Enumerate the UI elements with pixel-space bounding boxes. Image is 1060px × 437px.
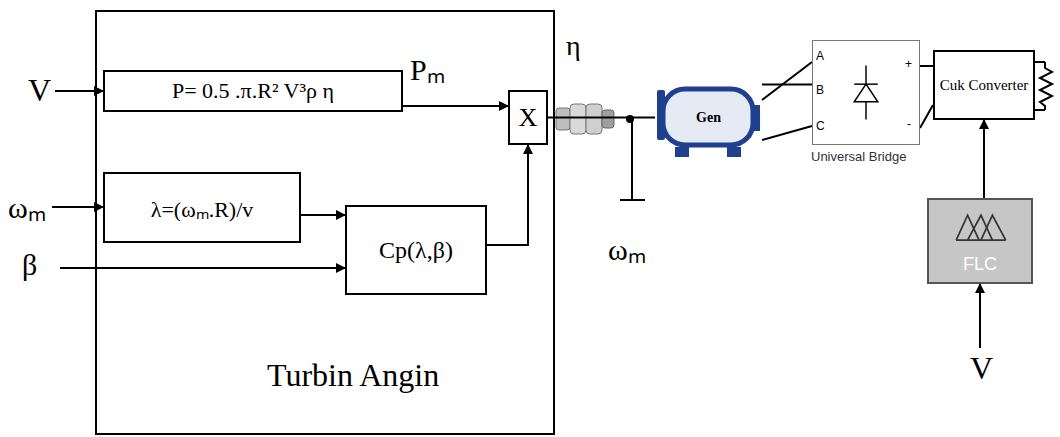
node-text: P= 0.5 .π.R² V³ρ η: [172, 78, 334, 104]
signal-label: Pₘ: [410, 48, 445, 89]
rectifier-bridge: ABC+-Universal Bridge: [812, 40, 920, 145]
generator-symbol: Gen: [655, 85, 762, 160]
node-text: Cuk Converter: [940, 76, 1029, 94]
node-text: Universal Bridge: [811, 149, 906, 164]
process-box: P= 0.5 .π.R² V³ρ η: [103, 70, 403, 112]
signal-label: β: [22, 248, 37, 282]
node-text: X: [519, 103, 538, 133]
node-text: B: [816, 83, 824, 97]
converter-box: Cuk Converter: [933, 50, 1035, 120]
signal-label: V: [28, 72, 51, 109]
signal-label: ωₘ: [8, 186, 46, 227]
node-text: Cp(λ,β): [379, 237, 453, 264]
signal-label: η: [566, 30, 581, 62]
process-box: λ=(ωₘ.R)/v: [103, 172, 301, 243]
signal-connector: [487, 145, 528, 245]
input-arrow: [60, 267, 345, 269]
process-box: Cp(λ,β): [345, 205, 487, 295]
ground-symbol: [620, 119, 645, 200]
shaft-coupling: [556, 104, 634, 134]
multiplier-box: X: [508, 90, 548, 145]
signal-connector: [762, 84, 812, 86]
node-text: λ=(ωₘ.R)/v: [151, 193, 254, 223]
system-boundary: Turbin Angin P= 0.5 .π.R² V³ρ η λ=(ωₘ.R)/v…: [95, 10, 555, 435]
node-text: A: [816, 49, 824, 63]
node-text: +: [905, 57, 912, 71]
node-text: Turbin Angin: [267, 357, 439, 394]
signal-connector: [983, 120, 985, 198]
input-arrow: [979, 284, 981, 348]
signal-connector: [301, 214, 345, 216]
node-text: Gen: [696, 110, 721, 126]
node-text: FLC: [929, 254, 1031, 275]
node-text: C: [816, 119, 825, 133]
signal-connector: [548, 117, 655, 119]
signal-label: ωₘ: [608, 228, 646, 269]
signal-label: V: [970, 350, 993, 387]
node-text: -: [907, 117, 911, 131]
diode-symbol: [813, 41, 919, 144]
signal-connector: [920, 65, 933, 67]
signal-connector: [403, 105, 508, 107]
controller-box: FLC: [927, 198, 1033, 284]
